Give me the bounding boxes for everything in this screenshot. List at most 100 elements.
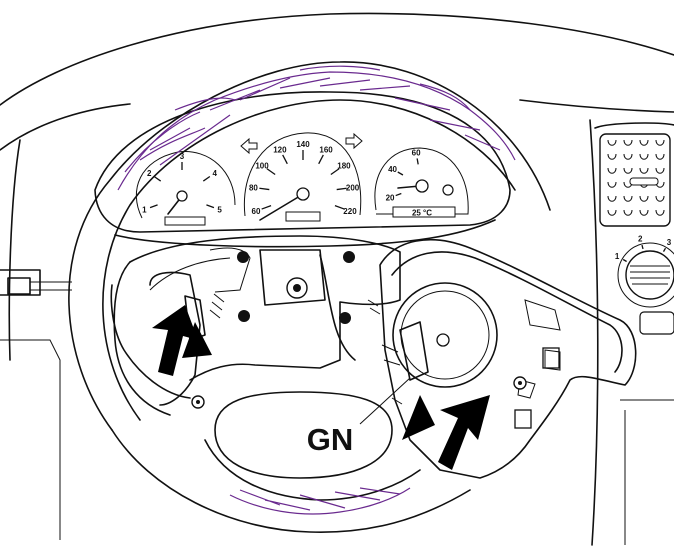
speedometer-hub <box>296 187 310 201</box>
steering-wheel-hub <box>110 235 401 416</box>
vent-slat <box>623 195 633 202</box>
vent-slat <box>623 153 633 160</box>
knob-tick-mark <box>662 247 667 252</box>
horn-pad-lower <box>214 391 393 479</box>
temperature-hub <box>415 179 429 193</box>
knob-ticks: 1 2 3 <box>615 234 672 263</box>
vent-slat <box>607 139 617 146</box>
airbag-plug <box>399 321 429 381</box>
vent-slat <box>607 181 617 188</box>
vent-slat <box>607 195 617 202</box>
spring-right <box>367 299 381 315</box>
speedometer-tick-label: 140 <box>296 140 310 149</box>
vent-slat <box>639 209 649 216</box>
speedometer-tick-mark <box>282 154 288 165</box>
knob-housing <box>639 311 674 335</box>
speedometer-tick-mark <box>318 154 324 165</box>
airbag-wiring <box>381 344 403 405</box>
vent-slat <box>623 139 633 146</box>
tachometer-tick-mark <box>153 175 162 182</box>
tachometer-tick-label: 3 <box>180 152 185 161</box>
bolt-top-left <box>237 251 249 263</box>
tachometer-tick-mark <box>206 204 215 209</box>
tachometer-tick-label: 2 <box>147 169 152 178</box>
speedometer-tick-label: 120 <box>273 146 287 155</box>
vent-slat <box>655 139 665 146</box>
speedometer-tick-label: 60 <box>252 207 261 216</box>
tachometer-tick-label: 1 <box>142 206 147 215</box>
temperature-tick-mark <box>416 158 419 165</box>
speedometer-tick-mark <box>334 205 345 210</box>
vent-slats <box>607 139 665 216</box>
rim-marking-top <box>117 65 516 191</box>
bolt-top-right <box>343 251 355 263</box>
spring-left <box>209 293 225 319</box>
fuel-indicator-icon <box>442 184 454 196</box>
tachometer-tick-label: 4 <box>213 169 218 178</box>
knob-tick-label: 2 <box>638 234 643 243</box>
speedometer-tick-mark <box>266 168 276 176</box>
speedometer-tick-label: 80 <box>249 183 258 192</box>
turn-signal-right-icon <box>345 132 363 150</box>
callout-label: GN <box>307 422 354 457</box>
temperature-tick-label: 20 <box>386 194 395 203</box>
speedometer-tick-mark <box>330 168 340 176</box>
tachometer-window <box>164 216 206 226</box>
steering-wheel-rim <box>68 61 551 533</box>
temperature-tick-mark <box>395 192 402 197</box>
vent-slat <box>639 195 649 202</box>
odometer-window <box>285 211 321 222</box>
turn-signal-left-icon <box>240 137 258 155</box>
temperature-gauge: 20 40 60 25 °C <box>374 147 469 218</box>
temperature-ticks: 20 40 60 <box>386 149 421 203</box>
knob-tick-mark <box>641 244 644 250</box>
steering-column-stalk <box>7 277 72 295</box>
vent-adjuster <box>629 177 659 186</box>
temperature-tick-label: 60 <box>412 149 421 158</box>
bolt-bottom-left <box>238 310 250 322</box>
knob-tick-label: 1 <box>615 252 620 261</box>
temperature-display-text: 25 °C <box>412 209 432 218</box>
airbag-connector-lower <box>514 409 532 429</box>
vent-slat <box>607 209 617 216</box>
air-vent <box>594 122 674 227</box>
arrow-right-icon <box>402 395 490 470</box>
vent-slat <box>655 153 665 160</box>
speedometer-tick-label: 220 <box>343 207 357 216</box>
speedometer-tick-label: 100 <box>255 161 269 170</box>
speedometer-needle <box>259 195 301 221</box>
knob-tick-label: 3 <box>667 238 672 247</box>
instrument-cluster <box>94 91 511 248</box>
vent-slat <box>623 209 633 216</box>
ventilation-knob: 1 2 3 <box>615 234 674 335</box>
tachometer-hub <box>176 190 188 202</box>
temperature-display <box>392 206 456 218</box>
vent-slat <box>639 167 649 174</box>
arrow-left-icon <box>152 305 212 376</box>
temperature-tick-label: 40 <box>388 165 397 174</box>
callout-leader-line <box>359 377 411 425</box>
speedometer-tick-mark <box>336 187 347 191</box>
temperature-tick-mark <box>397 171 404 176</box>
speedometer-tick-label: 180 <box>337 161 351 170</box>
airbag-connector-upper <box>542 347 560 369</box>
vent-slat <box>607 153 617 160</box>
vent-slat <box>655 167 665 174</box>
speedometer-tick-label: 160 <box>319 146 333 155</box>
speedometer-tick-mark <box>259 187 270 191</box>
airbag-back-plate <box>517 299 561 399</box>
airbag-center-bolt <box>436 333 450 347</box>
vent-slat <box>607 167 617 174</box>
vent-slat <box>655 195 665 202</box>
dashboard-outline <box>0 12 674 546</box>
vent-slat <box>639 153 649 160</box>
vent-slat <box>655 209 665 216</box>
tachometer-tick-mark <box>149 204 158 209</box>
airbag-module <box>379 238 637 479</box>
